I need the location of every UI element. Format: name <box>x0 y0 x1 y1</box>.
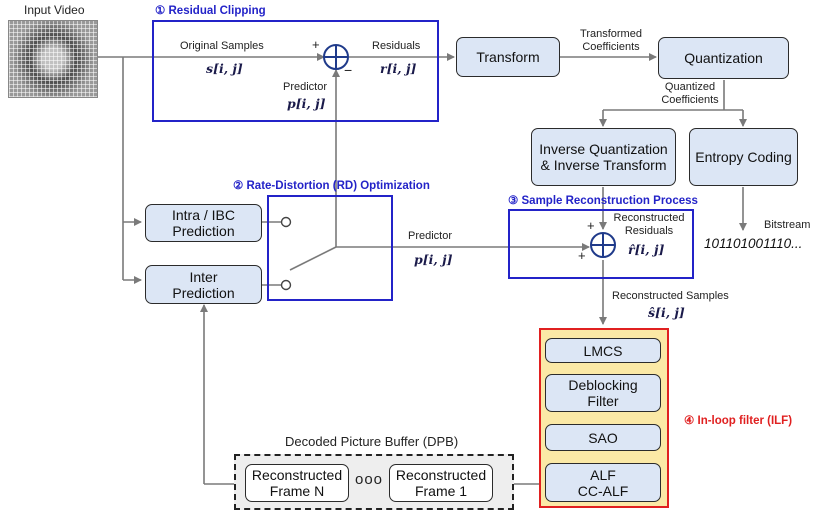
deblocking-filter-block[interactable]: Deblocking Filter <box>545 374 661 412</box>
inverse-quant-transform-block[interactable]: Inverse Quantization & Inverse Transform <box>531 128 676 186</box>
transformed-coefficients-line1: Transformed <box>580 28 642 40</box>
inter-prediction-block[interactable]: Inter Prediction <box>145 265 262 304</box>
input-video-thumbnail <box>8 20 98 98</box>
reconstructed-residuals-line2: Residuals <box>624 225 674 237</box>
in-loop-filter-title: ④ In-loop filter (ILF) <box>684 415 793 427</box>
alf-cc-alf-block[interactable]: ALF CC-ALF <box>545 463 661 502</box>
residuals-label: Residuals <box>372 40 421 52</box>
rd-optimization-box <box>267 195 393 301</box>
frames-ellipsis: ooo <box>355 471 384 488</box>
sample-reconstruction-title: ③ Sample Reconstruction Process <box>508 195 698 207</box>
reconstructed-residuals-line1: Reconstructed <box>613 212 685 224</box>
summer-plus-sign: + <box>312 37 320 52</box>
switch-arm-line <box>289 246 337 271</box>
input-video-label: Input Video <box>24 3 85 17</box>
reconstruction-summer-icon <box>590 232 616 258</box>
recon-plus-top: + <box>587 218 595 233</box>
switch-terminal-inter-icon <box>280 279 292 291</box>
reconstructed-samples-label: Reconstructed Samples <box>612 290 729 302</box>
clip-predictor-symbol: p[i, j] <box>287 96 326 111</box>
reconstructed-frame-1-block[interactable]: Reconstructed Frame 1 <box>389 464 493 502</box>
quantization-block[interactable]: Quantization <box>658 37 789 79</box>
quantized-coefficients-line1: Quantized <box>664 81 716 93</box>
quantized-coefficients-label: Quantized Coefficients <box>652 81 728 107</box>
rd-optimization-title: ② Rate-Distortion (RD) Optimization <box>233 180 430 192</box>
entropy-coding-block[interactable]: Entropy Coding <box>689 128 798 186</box>
sao-block[interactable]: SAO <box>545 424 661 451</box>
reconstructed-samples-symbol: ŝ[i, j] <box>648 305 685 320</box>
summer-minus-sign: − <box>344 62 353 78</box>
original-samples-label: Original Samples <box>180 40 264 52</box>
residual-clipping-title: ① Residual Clipping <box>155 5 266 17</box>
transform-block[interactable]: Transform <box>456 37 560 77</box>
reconstructed-residuals-symbol: r̂[i, j] <box>628 242 665 257</box>
switch-terminal-intra-icon <box>280 216 292 228</box>
intra-ibc-prediction-block[interactable]: Intra / IBC Prediction <box>145 204 262 242</box>
quantized-coefficients-line2: Coefficients <box>661 94 719 106</box>
bitstream-bits: 101101001110... <box>704 236 803 251</box>
residuals-symbol: r[i, j] <box>380 61 417 76</box>
original-samples-symbol: s[i, j] <box>206 61 243 76</box>
residual-clipping-box <box>152 20 439 122</box>
transformed-coefficients-line2: Coefficients <box>582 41 640 53</box>
rd-predictor-label: Predictor <box>408 230 453 242</box>
recon-plus-left: + <box>578 248 586 263</box>
lmcs-block[interactable]: LMCS <box>545 338 661 363</box>
rd-predictor-symbol: p[i, j] <box>414 252 453 267</box>
residual-summer-icon <box>323 44 349 70</box>
sample-reconstruction-box <box>508 209 694 279</box>
reconstructed-frame-n-block[interactable]: Reconstructed Frame N <box>245 464 349 502</box>
bitstream-label: Bitstream <box>764 219 811 231</box>
dpb-title: Decoded Picture Buffer (DPB) <box>285 434 459 449</box>
transformed-coefficients-label: Transformed Coefficients <box>566 28 656 54</box>
reconstructed-residuals-label: Reconstructed Residuals <box>612 212 686 238</box>
clip-predictor-label: Predictor <box>283 81 328 93</box>
